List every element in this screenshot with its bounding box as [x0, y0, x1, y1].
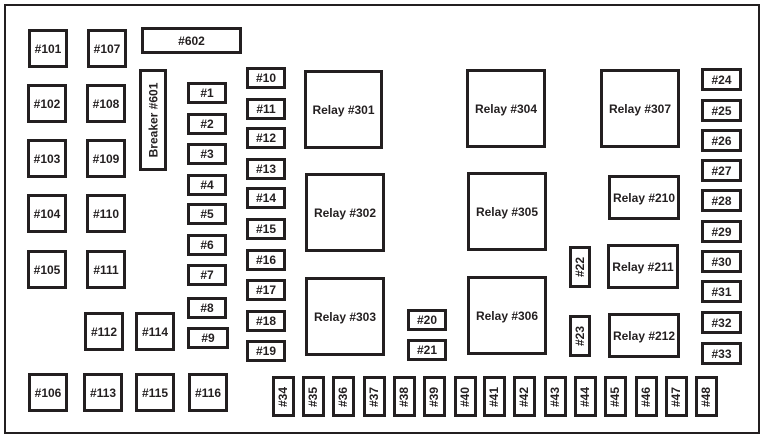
mini-fuse-12: #12 — [246, 127, 286, 149]
mini-fuse-35: #35 — [302, 376, 325, 417]
mini-fuse-33: #33 — [701, 342, 742, 365]
mini-fuse-6: #6 — [187, 234, 227, 256]
mini-fuse-29: #29 — [701, 220, 742, 243]
maxi-fuse-113: #113 — [83, 373, 123, 412]
mini-fuse-21: #21 — [407, 339, 447, 361]
mini-fuse-10: #10 — [246, 67, 286, 89]
maxi-fuse-111: #111 — [86, 250, 126, 289]
relay-306: Relay #306 — [467, 276, 547, 355]
maxi-fuse-116: #116 — [188, 373, 228, 412]
relay-301: Relay #301 — [304, 70, 383, 149]
maxi-fuse-109: #109 — [86, 139, 126, 178]
mini-fuse-label: #36 — [336, 386, 351, 407]
mini-fuse-44: #44 — [574, 376, 597, 417]
relay-210: Relay #210 — [608, 175, 680, 220]
mini-fuse-40: #40 — [454, 376, 477, 417]
mini-fuse-18: #18 — [246, 310, 286, 332]
relay-304: Relay #304 — [466, 69, 546, 148]
mini-fuse-14: #14 — [246, 187, 286, 209]
mini-fuse-label: #35 — [306, 386, 321, 407]
maxi-fuse-107: #107 — [87, 29, 127, 68]
maxi-fuse-112: #112 — [84, 312, 124, 351]
mini-fuse-label: #41 — [487, 386, 502, 407]
relay-307: Relay #307 — [600, 69, 680, 148]
mini-fuse-42: #42 — [513, 376, 536, 417]
mini-fuse-label: #38 — [397, 386, 412, 407]
mini-fuse-5: #5 — [187, 203, 227, 225]
mini-fuse-label: #37 — [367, 386, 382, 407]
mini-fuse-22: #22 — [569, 246, 591, 288]
mini-fuse-13: #13 — [246, 158, 286, 180]
mini-fuse-41: #41 — [483, 376, 506, 417]
mini-fuse-28: #28 — [701, 189, 742, 212]
mini-fuse-31: #31 — [701, 280, 742, 303]
mini-fuse-label: #34 — [276, 386, 291, 407]
mini-fuse-48: #48 — [695, 376, 718, 417]
maxi-fuse-110: #110 — [86, 194, 126, 233]
mini-fuse-23: #23 — [569, 315, 591, 357]
mini-fuse-27: #27 — [701, 159, 742, 182]
mini-fuse-16: #16 — [246, 249, 286, 271]
mini-fuse-24: #24 — [701, 68, 742, 91]
mini-fuse-label: #48 — [699, 386, 714, 407]
mini-fuse-17: #17 — [246, 279, 286, 301]
breaker-602: #602 — [141, 27, 242, 54]
mini-fuse-47: #47 — [665, 376, 688, 417]
mini-fuse-11: #11 — [246, 98, 286, 120]
mini-fuse-8: #8 — [187, 297, 227, 319]
mini-fuse-label: #42 — [517, 386, 532, 407]
mini-fuse-38: #38 — [393, 376, 416, 417]
mini-fuse-34: #34 — [272, 376, 295, 417]
mini-fuse-9: #9 — [187, 327, 229, 349]
mini-fuse-45: #45 — [604, 376, 627, 417]
maxi-fuse-101: #101 — [28, 29, 68, 68]
mini-fuse-39: #39 — [423, 376, 446, 417]
maxi-fuse-104: #104 — [27, 194, 67, 233]
relay-302: Relay #302 — [305, 173, 385, 252]
mini-fuse-23-label: #23 — [573, 325, 587, 347]
mini-fuse-4: #4 — [187, 174, 227, 196]
mini-fuse-20: #20 — [407, 309, 447, 331]
breaker-601: Breaker #601 — [139, 69, 167, 171]
mini-fuse-26: #26 — [701, 129, 742, 152]
relay-305: Relay #305 — [467, 172, 547, 251]
mini-fuse-43: #43 — [544, 376, 567, 417]
relay-211: Relay #211 — [607, 244, 679, 289]
mini-fuse-2: #2 — [187, 113, 227, 135]
mini-fuse-19: #19 — [246, 340, 286, 362]
mini-fuse-label: #46 — [639, 386, 654, 407]
maxi-fuse-114: #114 — [135, 312, 175, 351]
mini-fuse-25: #25 — [701, 99, 742, 122]
maxi-fuse-115: #115 — [135, 373, 175, 412]
mini-fuse-37: #37 — [363, 376, 386, 417]
mini-fuse-46: #46 — [635, 376, 658, 417]
maxi-fuse-106: #106 — [28, 373, 68, 412]
maxi-fuse-103: #103 — [27, 139, 67, 178]
mini-fuse-3: #3 — [187, 143, 227, 165]
mini-fuse-30: #30 — [701, 250, 742, 273]
mini-fuse-label: #45 — [608, 386, 623, 407]
mini-fuse-22-label: #22 — [573, 256, 587, 278]
maxi-fuse-102: #102 — [27, 84, 67, 123]
mini-fuse-7: #7 — [187, 264, 227, 286]
breaker-601-label: Breaker #601 — [146, 82, 161, 158]
mini-fuse-label: #47 — [669, 386, 684, 407]
mini-fuse-32: #32 — [701, 311, 742, 334]
mini-fuse-label: #43 — [548, 386, 563, 407]
mini-fuse-label: #39 — [427, 386, 442, 407]
mini-fuse-label: #44 — [578, 386, 593, 407]
mini-fuse-label: #40 — [458, 386, 473, 407]
mini-fuse-15: #15 — [246, 218, 286, 240]
maxi-fuse-105: #105 — [27, 250, 67, 289]
maxi-fuse-108: #108 — [86, 84, 126, 123]
relay-212: Relay #212 — [608, 313, 680, 358]
relay-303: Relay #303 — [305, 277, 385, 356]
mini-fuse-1: #1 — [187, 82, 227, 104]
mini-fuse-36: #36 — [332, 376, 355, 417]
